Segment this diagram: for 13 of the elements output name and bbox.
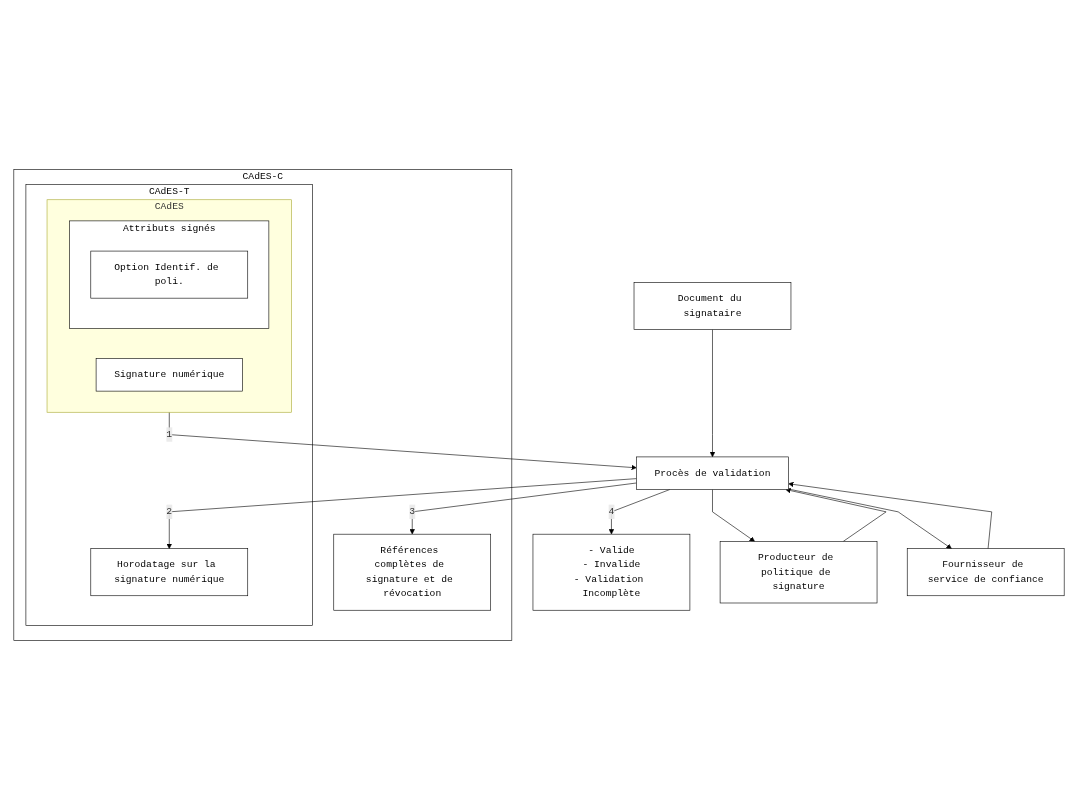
edge-label: 1 [165,428,172,440]
edge-label: 2 [165,505,172,517]
edge-label: 3 [408,505,415,517]
node-box: Procès de validation [635,456,789,490]
node-box: - Valide - Invalide - Validation Incomplète [532,533,690,611]
node-box: Document du signataire [633,281,791,330]
node-box: Producteur de politique de signature [719,540,877,603]
node-box: Option Identif. de poli. [90,250,248,298]
node-box: Références complètes de signature et de révocation [332,533,491,611]
node-box: Horodatage sur la signature numérique [90,547,248,596]
node-box: Signature numérique [95,357,243,391]
node-box: Fournisseur de service de confiance [906,547,1064,596]
edge-label: 4 [608,505,614,517]
